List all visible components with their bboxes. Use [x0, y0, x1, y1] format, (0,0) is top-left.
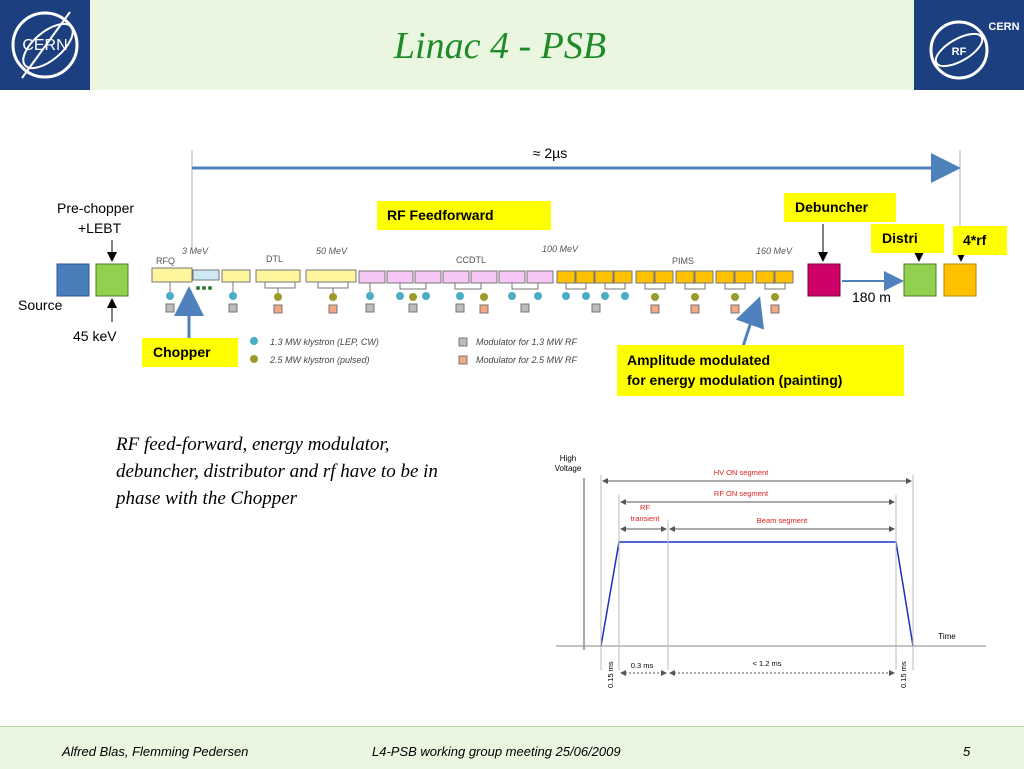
- legend-modulator-13-marker: [458, 337, 468, 347]
- debuncher-box: [807, 263, 841, 297]
- page-title: Linac 4 - PSB: [393, 25, 607, 67]
- label-dtl: DTL: [266, 254, 283, 264]
- phase-note: RF feed-forward, energy modulator, debun…: [116, 434, 438, 509]
- hv-on-label: HV ON segment: [714, 468, 770, 477]
- x-label-time: Time: [938, 632, 956, 641]
- prechopper-label: Pre-chopper: [57, 200, 135, 216]
- distance-label: 180 m: [852, 289, 891, 305]
- legend-klystron-25: 2.5 MW klystron (pulsed): [269, 355, 370, 365]
- lebt-box: [95, 263, 129, 297]
- y-label-voltage: Voltage: [555, 464, 582, 473]
- footer-authors: Alfred Blas, Flemming Pedersen: [62, 744, 249, 759]
- source-label: Source: [18, 297, 63, 313]
- rf-transient-label-1: RF: [640, 503, 650, 512]
- header-bar: [0, 0, 1024, 90]
- label-ccdtl: CCDTL: [456, 255, 486, 265]
- legend-modulator-13: Modulator for 1.3 MW RF: [476, 337, 578, 347]
- fall-time-label: 0.15 ms: [899, 661, 908, 688]
- amplitude-callout-line1: Amplitude modulated: [627, 352, 771, 368]
- rf-on-label: RF ON segment: [714, 489, 769, 498]
- debuncher-callout: Debuncher: [784, 193, 896, 222]
- beam-duration-label: < 1.2 ms: [753, 659, 782, 668]
- label-rfq: RFQ: [156, 256, 175, 266]
- distri-callout: Distri: [871, 224, 944, 253]
- energy-3mev: 3 MeV: [182, 246, 209, 256]
- legend-modulator-25: Modulator for 2.5 MW RF: [476, 355, 578, 365]
- legend-klystron-13-marker: [250, 337, 258, 345]
- energy-100mev: 100 MeV: [542, 244, 579, 254]
- y-label-high: High: [560, 454, 576, 463]
- cern-rf-logo-right: RF CERN: [914, 0, 1024, 90]
- lebt-label: +LEBT: [78, 220, 122, 236]
- timing-label: ≈ 2µs: [533, 145, 567, 161]
- four-rf-callout: 4*rf: [953, 226, 1007, 255]
- cern-logo-left: CERN: [0, 0, 90, 90]
- energy-50mev: 50 MeV: [316, 246, 348, 256]
- energy-label: 45 keV: [73, 328, 117, 344]
- legend-modulator-25-marker: [458, 355, 468, 365]
- footer-page-number: 5: [963, 744, 971, 759]
- amplitude-callout-line2: for energy modulation (painting): [627, 372, 843, 388]
- cern-logo-text: CERN: [22, 37, 67, 54]
- pulse-diagram-svg: High Voltage Time HV ON segment RF ON se…: [555, 454, 986, 688]
- linac-structure: [151, 267, 794, 314]
- pulse-waveform: [600, 541, 914, 647]
- cern-small-text: CERN: [988, 21, 1019, 33]
- rf-transient-label-2: transient: [631, 514, 661, 523]
- layout-diagram-svg: RFQ DTL CCDTL PIMS 3 MeV 50 MeV 100 MeV …: [56, 145, 977, 365]
- legend-klystron-25-marker: [250, 355, 258, 363]
- rf-feedforward-callout: RF Feedforward: [377, 201, 551, 230]
- four-rf-box: [943, 263, 977, 297]
- legend-klystron-13: 1.3 MW klystron (LEP, CW): [270, 337, 379, 347]
- distri-box: [903, 263, 937, 297]
- amplitude-callout: Amplitude modulated for energy modulatio…: [617, 345, 904, 396]
- chopper-callout: Chopper: [142, 338, 238, 367]
- beam-segment-label: Beam segment: [757, 516, 808, 525]
- amplitude-arrow: [735, 296, 765, 351]
- rise-time-label: 0.15 ms: [606, 661, 615, 688]
- transient-duration-label: 0.3 ms: [631, 661, 654, 670]
- footer-meeting: L4-PSB working group meeting 25/06/2009: [372, 744, 621, 759]
- energy-160mev: 160 MeV: [756, 246, 793, 256]
- label-pims: PIMS: [672, 256, 694, 266]
- source-box: [56, 263, 90, 297]
- rf-logo-text: RF: [952, 46, 967, 58]
- footer-bar: [0, 726, 1024, 769]
